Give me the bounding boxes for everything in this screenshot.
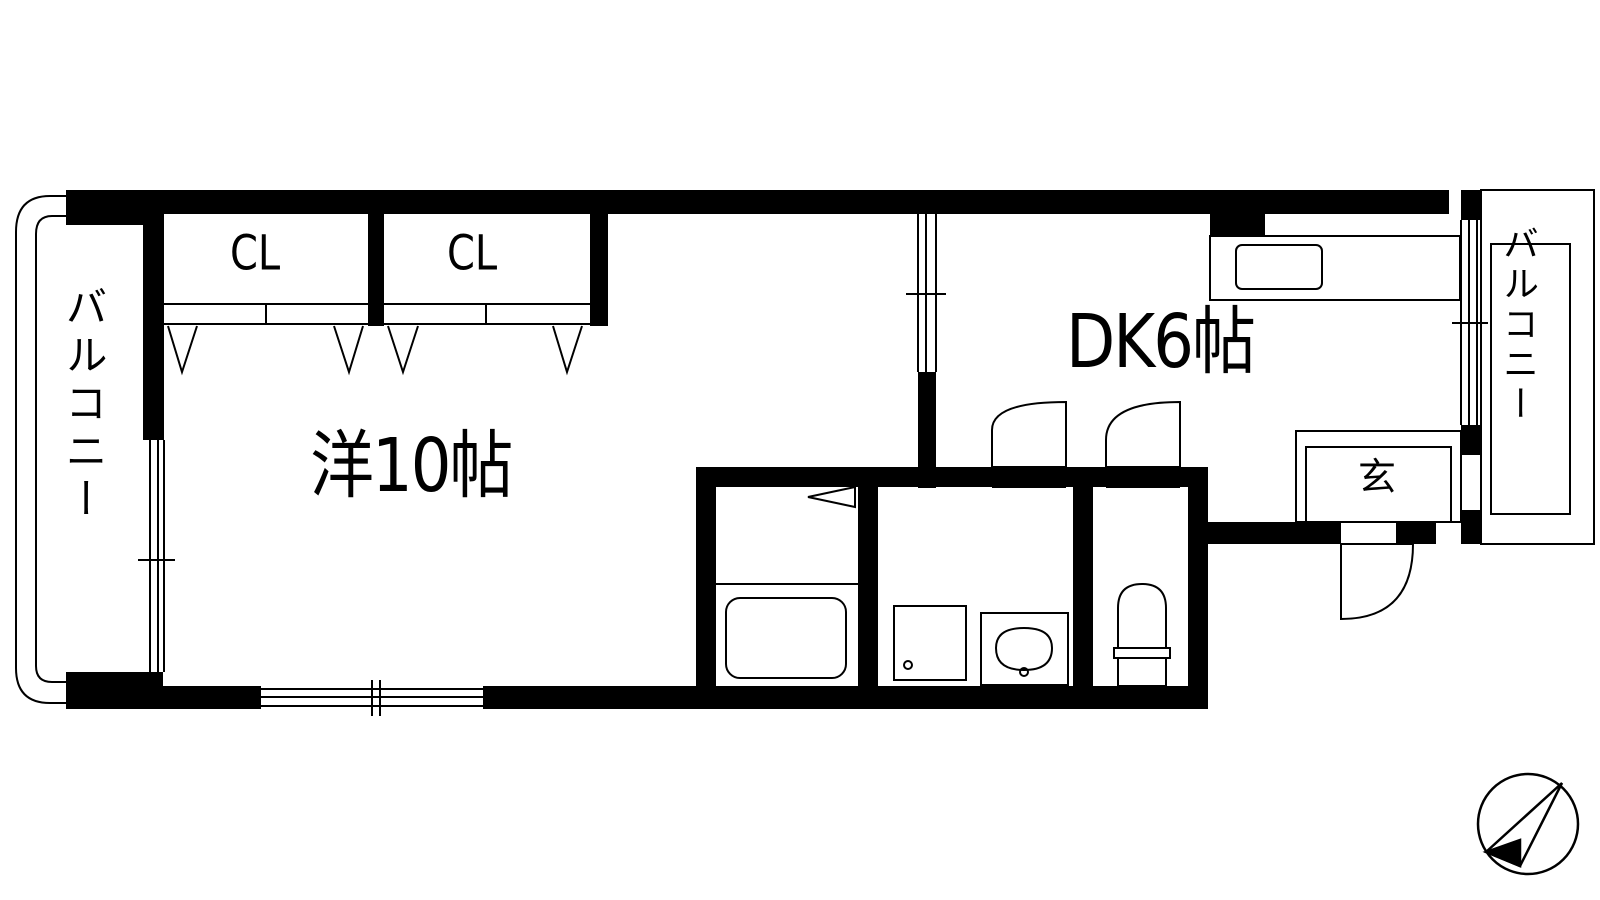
wet-area-doors <box>991 400 1181 488</box>
toilet-right-wall <box>1188 467 1208 709</box>
western-room-label: 洋10帖 <box>310 424 513 510</box>
bottom-wall-left <box>143 686 261 709</box>
toilet-icon <box>1113 582 1171 687</box>
closets <box>164 303 590 376</box>
bath-wash-divider <box>858 467 878 709</box>
closet-door-swing <box>333 325 364 376</box>
entrance-label: 玄 <box>1358 455 1397 499</box>
right-wall-low <box>1461 510 1481 544</box>
bottom-window <box>261 680 483 716</box>
balcony-left-outline <box>15 195 66 704</box>
kitchen-sink-icon <box>1235 244 1323 290</box>
entrance-bottom-wall <box>1203 522 1341 544</box>
closet-door-swing <box>552 325 583 376</box>
entrance-door-swing <box>1340 543 1414 621</box>
left-wall-upper <box>143 190 164 440</box>
closet-label-2: CL <box>447 226 498 282</box>
kitchen-counter <box>1209 235 1461 301</box>
right-wall-top-block <box>1210 190 1265 235</box>
entrance-area <box>1295 430 1462 621</box>
closet-right-wall <box>590 214 608 326</box>
toilet-door-swing <box>1105 400 1181 467</box>
washroom-door-swing <box>991 400 1067 467</box>
left-window <box>138 440 175 672</box>
wash-toilet-divider <box>1073 467 1093 709</box>
washing-machine-pan-icon <box>893 605 967 681</box>
north-arrow-icon <box>1476 772 1580 876</box>
bathtub-icon <box>725 597 847 679</box>
entrance-bottom-wall-right <box>1396 522 1436 544</box>
dining-kitchen-label: DK6帖 <box>1066 300 1256 386</box>
wet-area-top-wall <box>696 467 1203 487</box>
washbasin-icon <box>980 612 1069 686</box>
bottom-wall-mid <box>483 686 1203 709</box>
right-wall-segment <box>1461 190 1481 220</box>
closet-divider-wall <box>368 214 384 326</box>
bath-door-marker <box>807 485 856 509</box>
right-wall-mid <box>1461 425 1481 455</box>
wet-area-left-wall <box>696 467 716 709</box>
balcony-right-outline <box>1480 189 1595 545</box>
balcony-left-label: バルコニー <box>59 285 108 525</box>
balcony-right-label: バルコニー <box>1497 225 1538 425</box>
washroom <box>893 605 1069 686</box>
closet-label-1: CL <box>230 226 281 282</box>
walls <box>66 190 1481 709</box>
right-window <box>1452 220 1488 425</box>
interior-sliding-door <box>906 214 946 372</box>
closet-door-swing <box>387 325 419 376</box>
closet-door-swing <box>167 325 198 376</box>
partition-wall-lower <box>918 372 936 488</box>
bathroom <box>716 485 867 679</box>
